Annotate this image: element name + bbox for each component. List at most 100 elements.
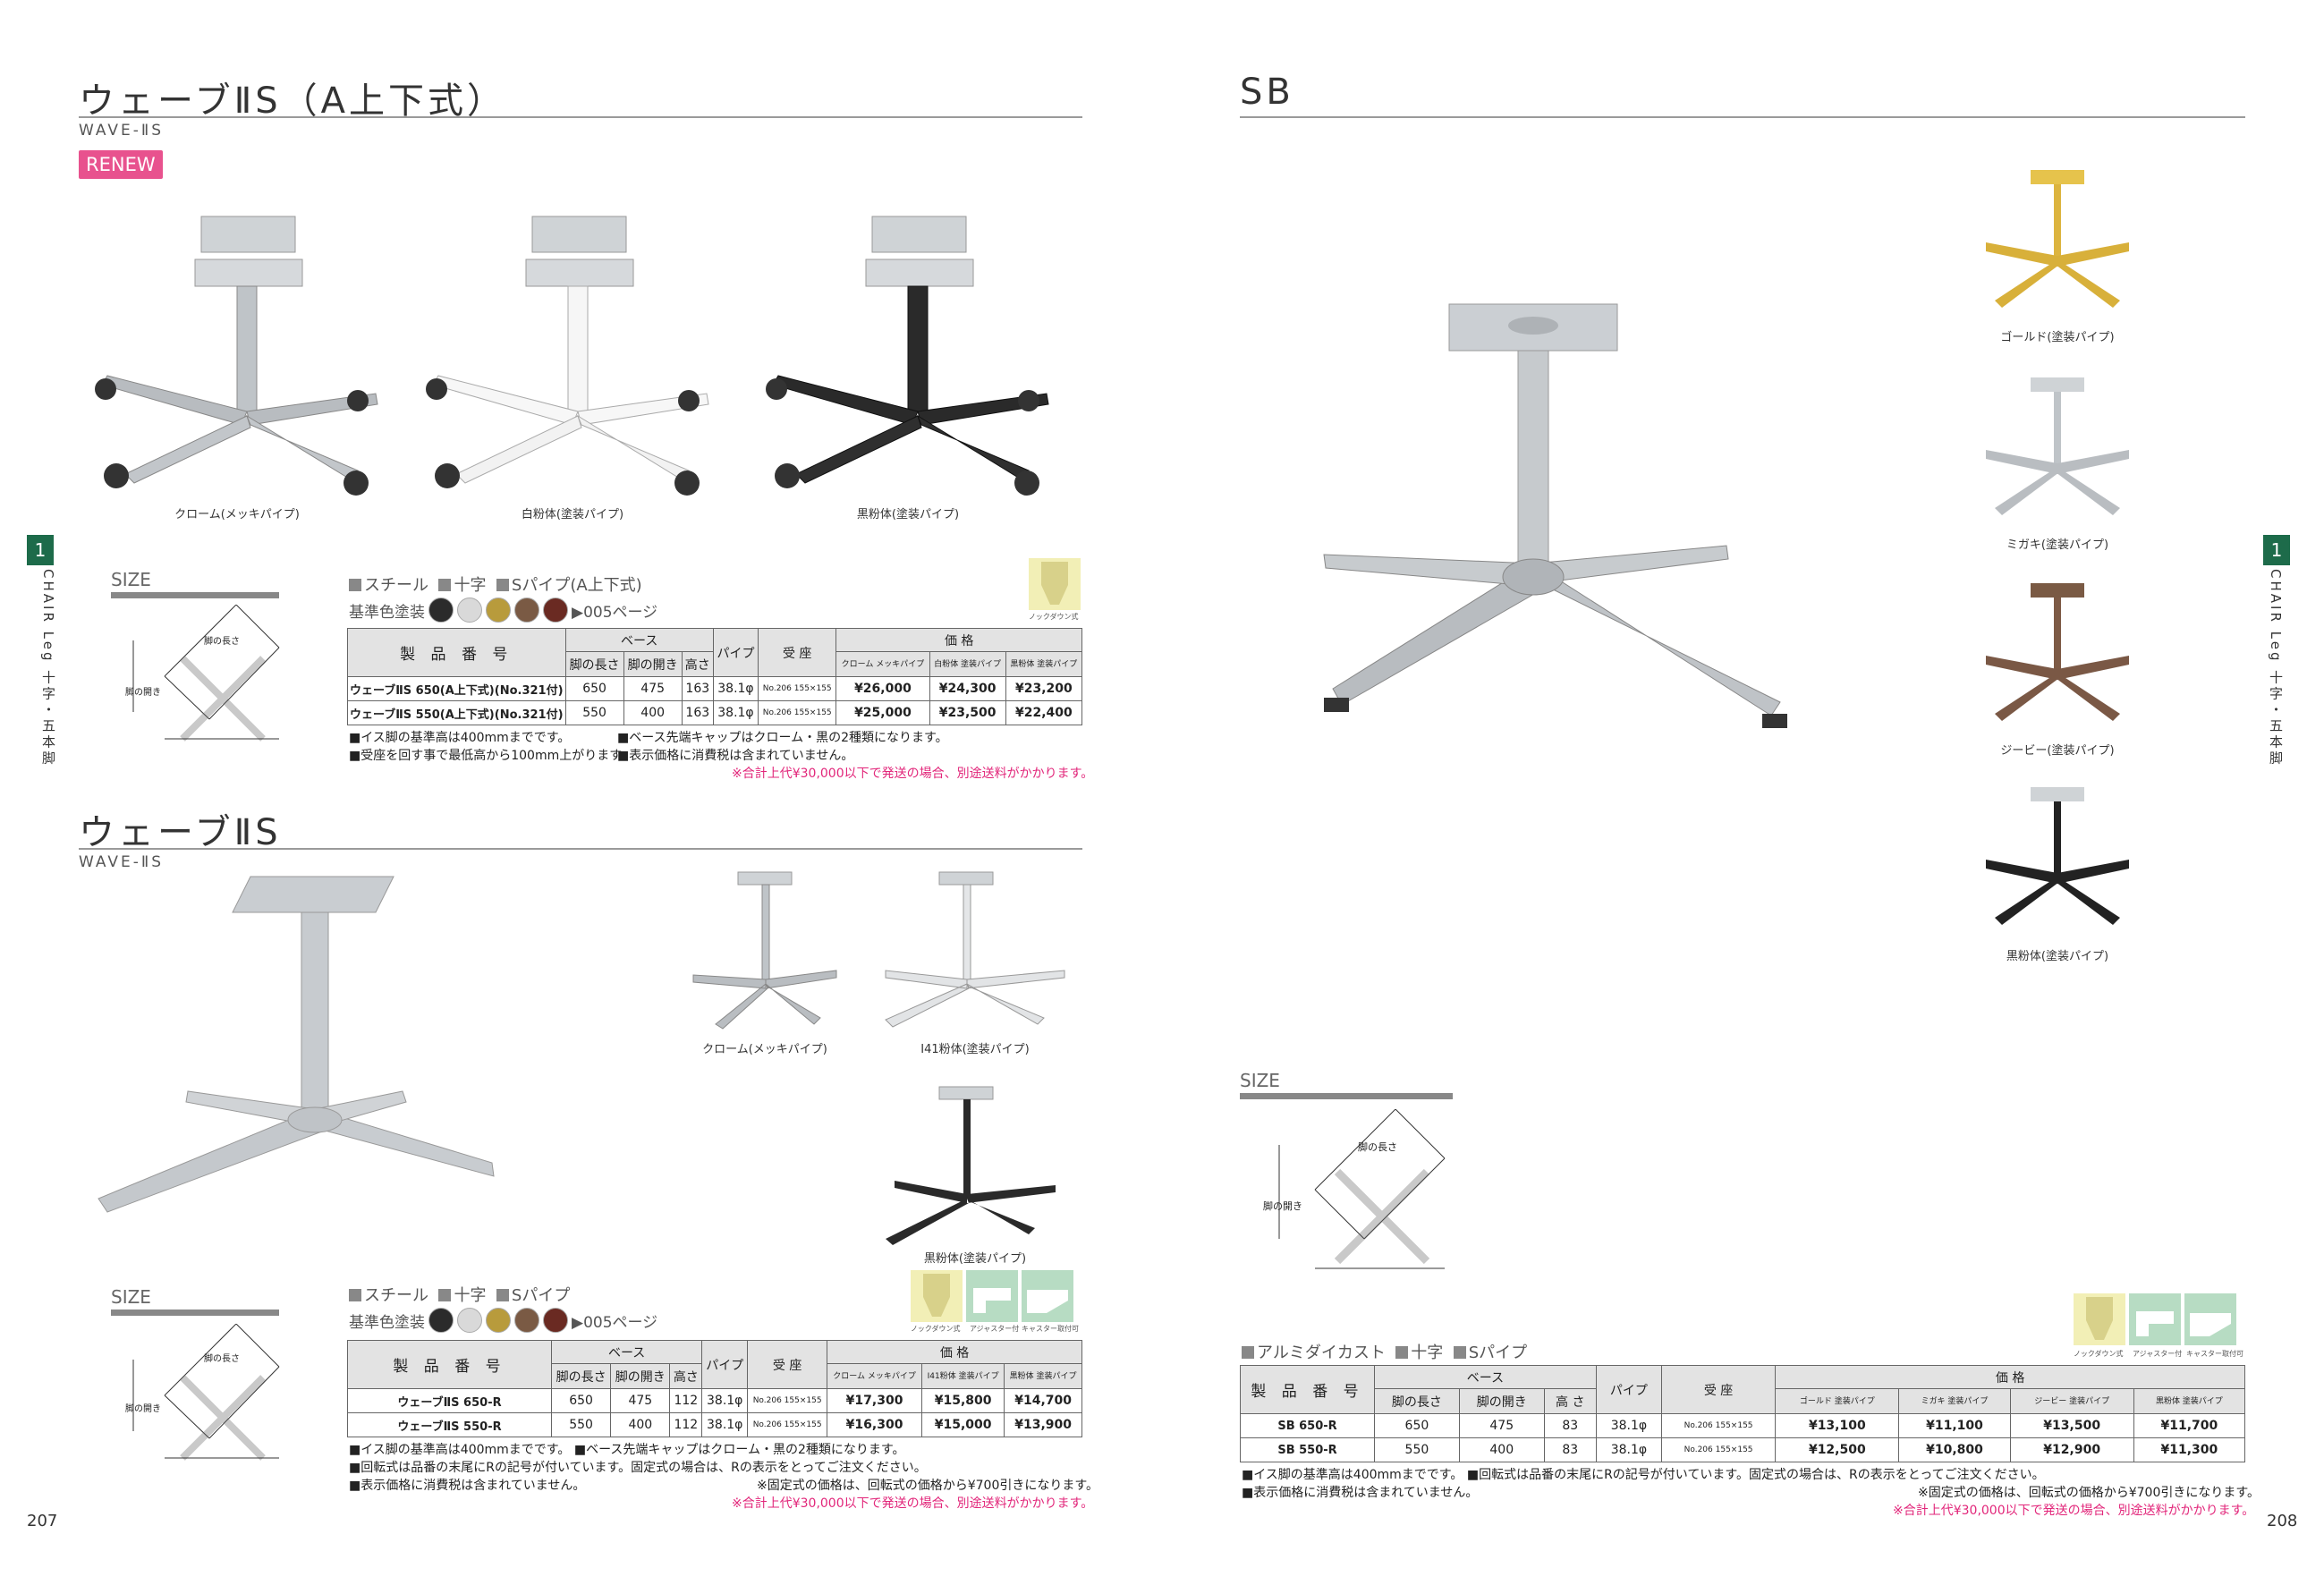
page-number-right: 208 (2267, 1512, 2298, 1530)
note-shipping: ※合計上代¥30,000以下で発送の場合、別途送料がかかります。 (732, 767, 1094, 781)
spec-table-1: 製 品 番 号 ベース パイプ 受 座 価 格 脚の長さ 脚の開き 高さ クロー… (347, 628, 1083, 725)
size-label-right: SIZE (1240, 1070, 1280, 1091)
note-2: ■ベース先端キャップはクローム・黒の2種類になります。 (617, 731, 948, 745)
section1-title-rule (79, 116, 1082, 118)
table-row: ウェーブⅡS 650(A上下式)(No.321付) 650 475 163 38… (347, 676, 1083, 701)
sb-title-rule (1240, 116, 2245, 118)
chapter-side-text-left: CHAIR Leg 十字・五本脚 (40, 569, 56, 767)
chapter-side-text-right: CHAIR Leg 十字・五本脚 (2268, 569, 2284, 767)
page-ref-link[interactable]: ▶005ページ (572, 603, 658, 622)
silver-base-large-image (98, 876, 495, 1213)
knockdown-badge-right (2074, 1293, 2125, 1345)
note-2-2: ■回転式は品番の末尾にRの記号が付いています。固定式の場合は、Rの表示をとってご… (349, 1461, 927, 1475)
note-right-1: ■イス脚の基準高は400mmまでです。 ■回転式は品番の末尾にRの記号が付いてい… (1242, 1468, 2045, 1482)
chapter-tab-left: 1 (27, 535, 54, 565)
chapter-tab-right: 1 (2263, 535, 2290, 565)
caption-black-small: 黒粉体(塗装パイプ) (923, 1252, 1027, 1266)
spec-table-right: 製 品 番 号 ベース パイプ 受 座 価 格 脚の長さ 脚の開き 高 さ ゴー… (1240, 1365, 2246, 1462)
note-2-shipping: ※合計上代¥30,000以下で発送の場合、別途送料がかかります。 (732, 1496, 1094, 1511)
caster-badge-right (2184, 1293, 2236, 1345)
chrome-base-small-image (692, 871, 837, 1030)
color-row: 基準色塗装 ▶005ページ (349, 598, 657, 623)
table-row: SB 650-R 650 475 83 38.1φ No.206 155×155… (1240, 1413, 2246, 1438)
note-2-1: ■イス脚の基準高は400mmまでです。 ■ベース先端キャップはクローム・黒の2種… (349, 1443, 905, 1457)
sb-gold-image (1986, 170, 2129, 308)
knockdown-badge (1029, 558, 1081, 610)
badge-caption-knockdown-2: ノックダウン式 (911, 1325, 961, 1333)
caption-sb-migaki: ミガキ(塗装パイプ) (2006, 538, 2109, 552)
caption-chrome-small: クローム(メッキパイプ) (702, 1043, 827, 1056)
chrome-caster-base-image (95, 216, 378, 496)
table-row: SB 550-R 550 400 83 38.1φ No.206 155×155… (1240, 1437, 2246, 1462)
note-3: ■受座を回す事で最低高から100mm上がります。 (349, 749, 633, 763)
caption-chrome: クローム(メッキパイプ) (174, 508, 300, 521)
badge-caption-adjuster-right: アジャスター付 (2133, 1350, 2183, 1358)
adjuster-badge-2 (966, 1270, 1018, 1322)
note-2-fixed: ※固定式の価格は、回転式の価格から¥700引きになります。 (757, 1479, 1098, 1493)
section1-subtitle: WAVE-ⅡS (79, 122, 165, 140)
i41-base-small-image (885, 871, 1065, 1028)
note-1: ■イス脚の基準高は400mmまでです。 (349, 731, 571, 745)
diagram-leg-open-right: 脚の開き (1263, 1200, 1302, 1212)
size-diagram-right (1278, 1109, 1446, 1269)
table-row: ウェーブⅡS 550-R 550 400 112 38.1φ No.206 15… (347, 1412, 1082, 1437)
adjuster-badge-right (2129, 1293, 2181, 1345)
size-diagram-2 (132, 1324, 280, 1461)
color-row-2: 基準色塗装 ▶005ページ (349, 1308, 657, 1333)
size-rule-right (1240, 1093, 1453, 1099)
section2-title-rule (79, 848, 1082, 850)
size-rule-2 (111, 1310, 279, 1316)
badge-caption-knockdown-right: ノックダウン式 (2074, 1350, 2124, 1358)
table-row: ウェーブⅡS 650-R 650 475 112 38.1φ No.206 15… (347, 1388, 1082, 1413)
size-label-2: SIZE (111, 1286, 151, 1308)
sb-migaki-image (1986, 377, 2129, 515)
badge-caption-caster-right: キャスター取付可 (2186, 1350, 2243, 1358)
swatch-brown (514, 598, 539, 623)
sb-main-image (1323, 303, 1787, 728)
sb-title: SB (1240, 72, 1294, 113)
size-diagram (132, 605, 280, 742)
page-number-left: 207 (27, 1512, 58, 1530)
spec-line-right: アルミダイカスト 十字 Sパイプ (1242, 1340, 1527, 1363)
swatch-black (428, 598, 454, 623)
diagram-leg-open: 脚の開き (125, 688, 161, 698)
diagram-leg-open-2: 脚の開き (125, 1404, 161, 1414)
spec-line-2: スチール 十字 Sパイプ (349, 1283, 570, 1306)
note-right-fixed: ※固定式の価格は、回転式の価格から¥700引きになります。 (1918, 1486, 2260, 1500)
caption-sb-gold: ゴールド(塗装パイプ) (2000, 331, 2115, 344)
renew-badge: RENEW (79, 150, 163, 179)
size-rule (111, 592, 279, 598)
caption-sb-black: 黒粉体(塗装パイプ) (2006, 950, 2109, 963)
caption-white: 白粉体(塗装パイプ) (521, 508, 624, 521)
black-caster-base-image (766, 216, 1049, 496)
section2-title: ウェーブⅡS (79, 812, 282, 853)
sb-black-image (1986, 787, 2129, 925)
diagram-leg-length-2: 脚の長さ (204, 1354, 240, 1364)
page-ref-link-2[interactable]: ▶005ページ (572, 1313, 658, 1332)
swatch-white (457, 598, 482, 623)
spec-line: スチール 十字 Sパイプ(A上下式) (349, 572, 642, 596)
note-2-3: ■表示価格に消費税は含まれていません。 (349, 1479, 586, 1493)
knockdown-badge-caption: ノックダウン式 (1029, 613, 1079, 621)
diagram-leg-length-right: 脚の長さ (1358, 1141, 1397, 1153)
white-caster-base-image (426, 216, 709, 496)
note-4: ■表示価格に消費税は含まれていません。 (617, 749, 854, 763)
note-right-2: ■表示価格に消費税は含まれていません。 (1242, 1486, 1479, 1500)
size-label: SIZE (111, 569, 151, 590)
sb-gb-image (1986, 583, 2129, 721)
caster-badge-2 (1022, 1270, 1073, 1322)
swatch-darkred (543, 598, 568, 623)
badge-caption-caster-2: キャスター取付可 (1022, 1325, 1079, 1333)
table-row: ウェーブⅡS 550(A上下式)(No.321付) 550 400 163 38… (347, 700, 1083, 725)
section1-title: ウェーブⅡS（A上下式） (79, 81, 507, 122)
badge-caption-adjuster-2: アジャスター付 (970, 1325, 1020, 1333)
swatch-gold (486, 598, 511, 623)
knockdown-badge-2 (911, 1270, 963, 1322)
diagram-leg-length: 脚の長さ (204, 637, 240, 647)
caption-i41-small: Ⅰ41粉体(塗装パイプ) (920, 1043, 1030, 1056)
caption-black: 黒粉体(塗装パイプ) (856, 508, 960, 521)
section2-subtitle: WAVE-ⅡS (79, 853, 165, 871)
caption-sb-gb: ジービー(塗装パイプ) (2000, 744, 2115, 758)
black-base-small-image (886, 1086, 1056, 1245)
spec-table-2: 製 品 番 号 ベース パイプ 受 座 価 格 脚の長さ 脚の開き 高さ クロー… (347, 1340, 1082, 1437)
